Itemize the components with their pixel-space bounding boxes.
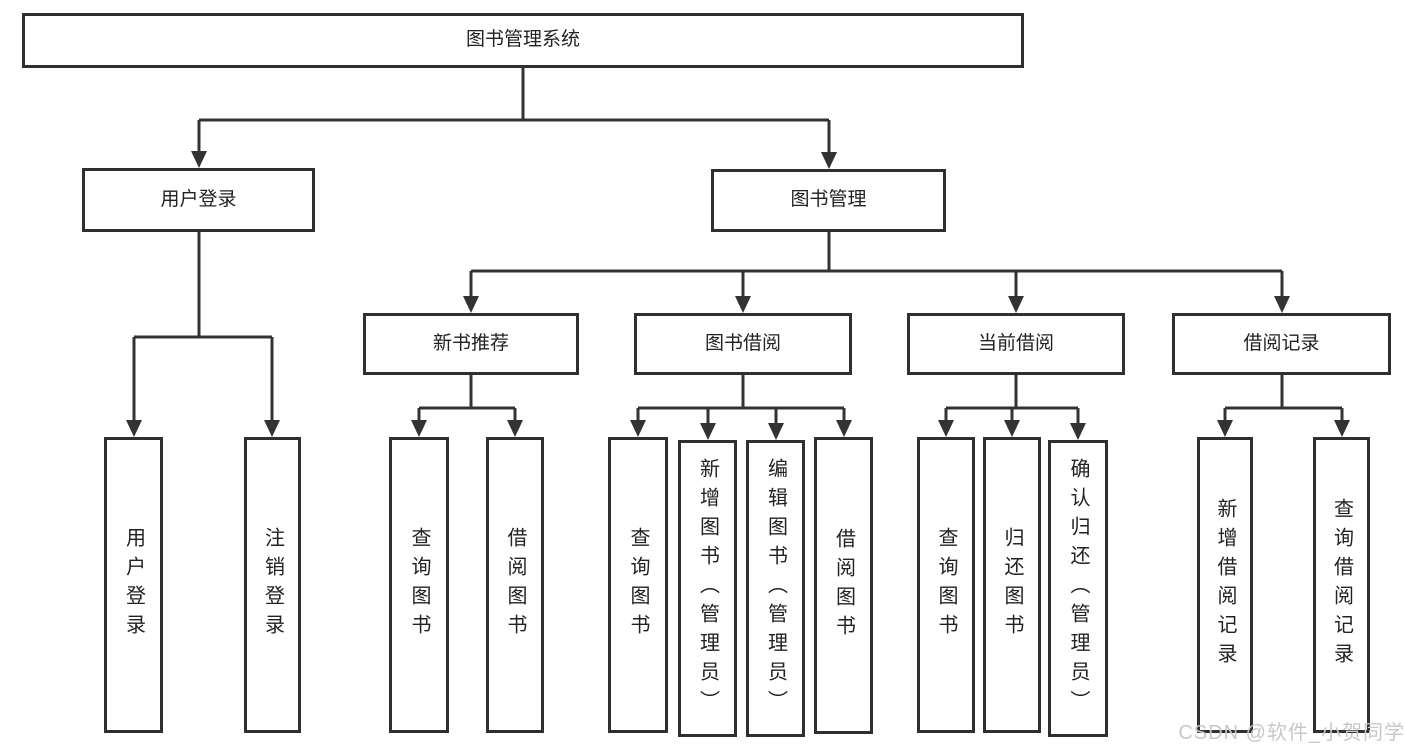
connector-new-book-split (411, 375, 523, 437)
connector-borrow-record-split (1217, 375, 1350, 437)
arrowhead-icon (821, 152, 837, 169)
node-current-confirm-return-admin: 确认归还（管理员） (1048, 440, 1108, 737)
node-record-query: 查询借阅记录 (1313, 437, 1370, 733)
node-newbook-query-book: 查询图书 (389, 437, 449, 733)
arrowhead-icon (411, 420, 427, 437)
node-book-borrowing: 图书借阅 (634, 313, 852, 375)
arrowhead-icon (938, 420, 954, 437)
node-login: 用户登录 (104, 437, 163, 733)
node-borrow-query-book: 查询图书 (608, 437, 668, 733)
arrowhead-icon (264, 420, 280, 437)
node-root: 图书管理系统 (22, 13, 1024, 68)
arrowhead-icon (507, 420, 523, 437)
arrowhead-icon (1334, 420, 1350, 437)
node-borrow-add-book-admin: 新增图书（管理员） (678, 440, 737, 737)
connector-user-login-split (126, 232, 280, 437)
arrowhead-icon (126, 420, 142, 437)
arrowhead-icon (700, 423, 716, 440)
arrowhead-icon (735, 296, 751, 313)
node-new-book-recommend: 新书推荐 (363, 313, 579, 375)
arrowhead-icon (1070, 423, 1086, 440)
arrowhead-icon (836, 420, 852, 437)
arrowhead-icon (630, 420, 646, 437)
connector-root-split (191, 68, 837, 169)
node-current-borrowing: 当前借阅 (907, 313, 1125, 375)
node-logout: 注销登录 (244, 437, 301, 733)
arrowhead-icon (1217, 420, 1233, 437)
arrowhead-icon (191, 151, 207, 168)
node-user-login: 用户登录 (82, 168, 315, 232)
node-current-return-book: 归还图书 (983, 437, 1041, 733)
arrowhead-icon (768, 423, 784, 440)
node-borrow-borrow-book: 借阅图书 (814, 437, 873, 734)
node-borrowing-records: 借阅记录 (1172, 313, 1391, 375)
arrowhead-icon (1008, 296, 1024, 313)
node-current-query-book: 查询图书 (917, 437, 975, 733)
connector-book-borrow-split (630, 375, 852, 440)
node-newbook-borrow-book: 借阅图书 (486, 437, 544, 733)
arrowhead-icon (463, 296, 479, 313)
node-borrow-edit-book-admin: 编辑图书（管理员） (746, 440, 805, 737)
node-book-management: 图书管理 (711, 169, 946, 232)
node-record-add: 新增借阅记录 (1197, 437, 1253, 733)
arrowhead-icon (1004, 420, 1020, 437)
watermark: CSDN @软件_小贺同学 (1178, 722, 1405, 744)
connector-current-borrow-split (938, 375, 1086, 440)
connector-book-management-split (463, 232, 1290, 313)
arrowhead-icon (1274, 296, 1290, 313)
